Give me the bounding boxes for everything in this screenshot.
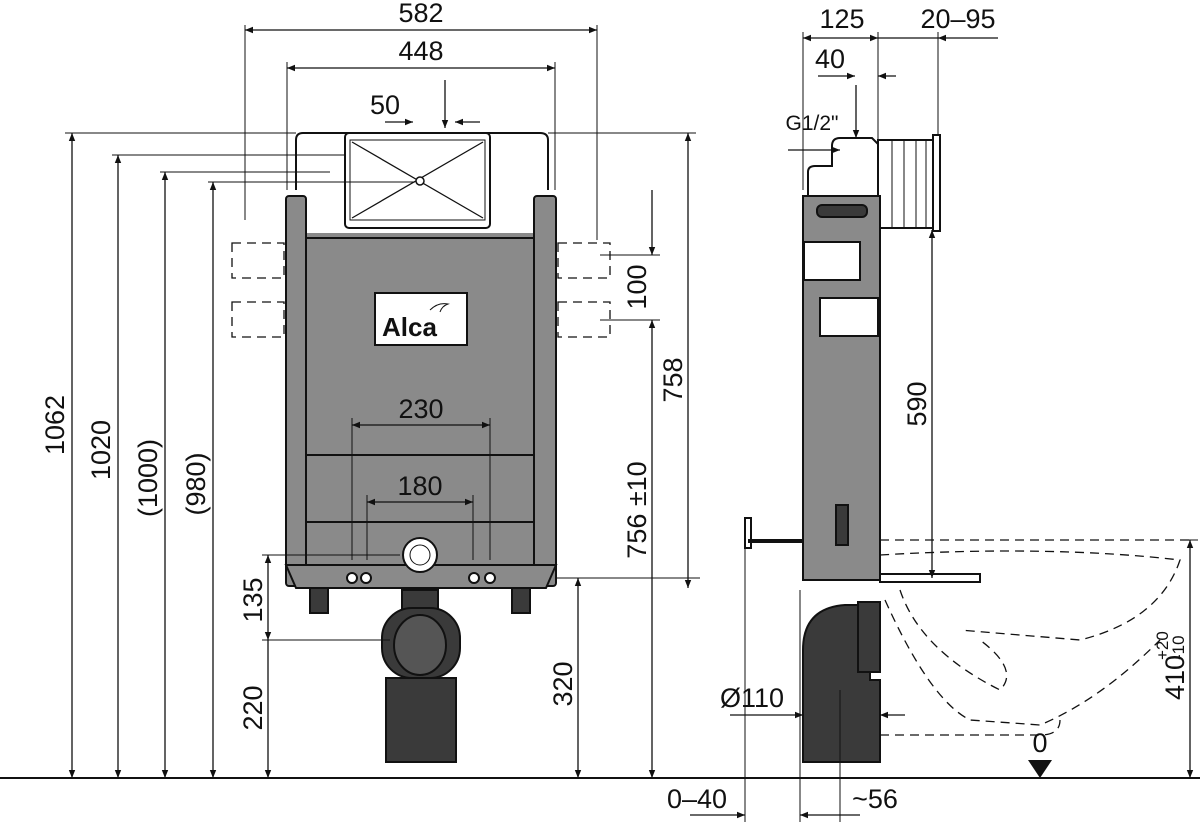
dim-56: ~56 <box>852 784 898 814</box>
dim-220: 220 <box>238 685 268 730</box>
alca-logo: Alca <box>374 292 468 346</box>
dim-410: 410 <box>1160 655 1190 700</box>
dim-1062: 1062 <box>40 395 70 455</box>
dim-125: 125 <box>819 4 864 34</box>
dim-20-95: 20–95 <box>920 4 995 34</box>
side-dimensions <box>690 32 1198 822</box>
tolerance-plus: +20 <box>1153 631 1172 660</box>
side-view <box>744 134 1190 778</box>
connection-label: G1/2" <box>786 112 839 135</box>
front-view-frame <box>231 132 611 614</box>
dim-40: 40 <box>815 44 845 74</box>
drain-elbow <box>381 589 461 763</box>
dim-pipe-diameter: Ø110 <box>720 683 784 713</box>
dim-135: 135 <box>238 577 268 622</box>
dim-1020: 1020 <box>86 420 116 480</box>
dim-590: 590 <box>902 381 932 426</box>
dim-320: 320 <box>548 661 578 706</box>
front-dimensions <box>65 25 700 778</box>
dim-1000: (1000) <box>133 439 163 517</box>
floor-level-marker <box>1028 760 1052 778</box>
dim-448: 448 <box>398 36 443 66</box>
dim-180: 180 <box>397 471 442 501</box>
dim-230: 230 <box>398 394 443 424</box>
dim-758: 758 <box>658 357 688 402</box>
dim-756: 756 ±10 <box>622 461 652 558</box>
tolerance-minus: -10 <box>1169 635 1188 660</box>
dim-582: 582 <box>398 0 443 28</box>
dim-980: (980) <box>181 452 211 515</box>
dim-0-40: 0–40 <box>667 784 727 814</box>
brand-logo-text: Alca <box>382 312 437 342</box>
dim-100: 100 <box>622 264 652 309</box>
dim-50: 50 <box>370 90 400 120</box>
floor-level-label: 0 <box>1032 728 1047 758</box>
